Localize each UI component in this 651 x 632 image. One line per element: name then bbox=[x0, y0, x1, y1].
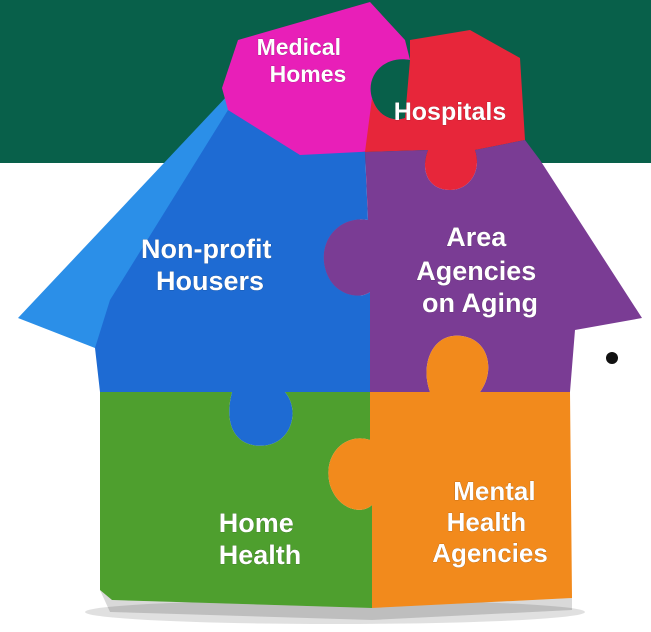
bullet-point bbox=[606, 352, 618, 364]
hospitals-label: Hospitals bbox=[394, 98, 507, 126]
home-health-piece bbox=[100, 392, 372, 608]
medical-homes-piece bbox=[222, 2, 410, 155]
wall-base-shade bbox=[100, 590, 572, 620]
mental-health-label: Mental Health Agencies bbox=[432, 476, 548, 568]
home-health-label: Home Health bbox=[219, 508, 302, 570]
nonprofit-housers-piece bbox=[95, 110, 370, 446]
hospitals-piece bbox=[365, 30, 525, 190]
medical-homes-label: Medical Homes bbox=[257, 34, 348, 87]
area-agencies-label: Area Agencies on Aging bbox=[416, 222, 544, 318]
mental-health-piece bbox=[328, 335, 572, 608]
area-agencies-piece bbox=[323, 140, 642, 392]
house-shadow bbox=[85, 600, 585, 624]
nonprofit-housers-label: Non-profit Housers bbox=[141, 234, 279, 296]
